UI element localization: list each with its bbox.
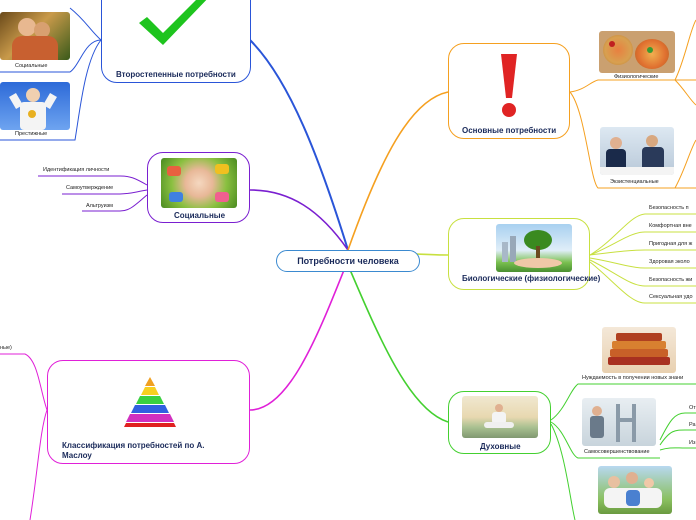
sub-line-basic-4 xyxy=(674,79,696,106)
sub-line-social-1 xyxy=(38,175,148,186)
node-spiritual[interactable]: Духовные xyxy=(448,391,551,454)
leaf-bio-2[interactable]: Комфортная вне xyxy=(649,223,692,229)
sub-line-bio-1 xyxy=(589,213,696,256)
leaf-self-improvement[interactable]: Самосовершенствование xyxy=(584,449,650,455)
node-maslow[interactable]: Классификация потребностей по А. Маслоу xyxy=(47,360,250,464)
node-secondary-title: Второстепенные потребности xyxy=(116,70,236,79)
connector-basic xyxy=(347,91,449,251)
node-secondary-needs[interactable]: Второстепенные потребности xyxy=(101,0,251,83)
sub-line-basic-3 xyxy=(674,19,696,81)
sub-line-secondary-2 xyxy=(0,39,102,141)
sub-line-spiritual-3 xyxy=(550,423,576,520)
connector-social xyxy=(249,189,349,251)
leaf-secondary-social[interactable]: Социальные xyxy=(15,63,48,69)
sub-line-bio-2 xyxy=(589,231,696,256)
node-basic-title: Основные потребности xyxy=(462,126,557,135)
sub-line-bio-5 xyxy=(589,259,696,287)
node-social-title: Социальные xyxy=(174,211,226,220)
sub-line-bio-6 xyxy=(589,261,696,304)
sub-line-social-2 xyxy=(62,189,148,195)
leaf-self-affirmation[interactable]: Самоутверждение xyxy=(66,185,114,191)
leaf-existential[interactable]: Экзистенциальные xyxy=(610,179,659,185)
node-spiritual-title: Духовные xyxy=(480,442,521,451)
sub-line-maslow-1 xyxy=(0,353,48,411)
leaf-spiritual-ot[interactable]: От xyxy=(689,405,696,411)
image-hands-together xyxy=(161,158,237,208)
image-prestige-athlete xyxy=(0,82,70,130)
leaf-bio-6[interactable]: Сексуальная удо xyxy=(649,294,693,300)
sub-line-secondary-3 xyxy=(0,39,102,73)
sub-line-secondary xyxy=(69,7,102,41)
image-social-hug xyxy=(0,12,70,60)
leaf-spiritual-ra[interactable]: Ра xyxy=(689,422,696,428)
sub-line-maslow-2 xyxy=(29,409,48,520)
sub-line-spiritual-2 xyxy=(550,421,660,459)
image-tree-hand xyxy=(496,224,572,272)
central-topic-title: Потребности человека xyxy=(297,256,399,266)
sub-line-social-3 xyxy=(82,194,148,212)
sub-line-basic-2 xyxy=(569,91,696,189)
leaf-identity[interactable]: Идентификация личности xyxy=(43,167,110,173)
leaf-new-knowledge[interactable]: Нуждаемость в получении новых знани xyxy=(582,375,684,381)
image-food-pizza xyxy=(599,31,675,73)
image-meditation xyxy=(462,396,538,438)
node-biological-title: Биологические (физиологические) xyxy=(462,274,601,283)
connector-secondary xyxy=(249,39,349,251)
leaf-bio-1[interactable]: Безопасность п xyxy=(649,205,689,211)
sub-line-basic-5 xyxy=(674,139,696,189)
connector-spiritual xyxy=(347,264,449,423)
sub-line-basic-1 xyxy=(569,79,696,93)
image-gym xyxy=(582,398,656,446)
pyramid-icon xyxy=(124,377,176,427)
sub-line-spiritual-4 xyxy=(659,412,696,441)
node-social[interactable]: Социальные xyxy=(147,152,250,223)
image-family xyxy=(598,466,672,514)
sub-line-bio-4 xyxy=(589,257,696,269)
node-basic-needs[interactable]: Основные потребности xyxy=(448,43,570,139)
check-icon xyxy=(139,0,207,45)
leaf-bio-3[interactable]: Пригодная для ж xyxy=(649,241,693,247)
leaf-spiritual-iz[interactable]: Из xyxy=(689,440,696,446)
central-topic[interactable]: Потребности человека xyxy=(276,250,420,272)
leaf-secondary-prestige[interactable]: Престижные xyxy=(15,131,48,137)
sub-line-spiritual-6 xyxy=(659,447,696,451)
image-books xyxy=(602,327,676,373)
sub-line-spiritual-5 xyxy=(659,429,696,446)
leaf-bio-4[interactable]: Здоровая эколо xyxy=(649,259,690,265)
leaf-physiological[interactable]: Физиологические xyxy=(614,74,659,80)
sub-line-spiritual-1 xyxy=(550,383,696,421)
sub-line-bio-3 xyxy=(589,249,696,256)
node-maslow-title: Классификация потребностей по А. Маслоу xyxy=(62,441,205,460)
exclamation-icon xyxy=(501,54,517,117)
connector-maslow xyxy=(249,259,349,411)
leaf-altruism[interactable]: Альтруизм xyxy=(86,203,113,209)
node-biological[interactable]: Биологические (физиологические) xyxy=(448,218,600,290)
image-business-meeting xyxy=(600,127,674,175)
leaf-maslow-cut[interactable]: ные) xyxy=(0,345,12,351)
leaf-bio-5[interactable]: Безопасность жи xyxy=(649,277,693,283)
